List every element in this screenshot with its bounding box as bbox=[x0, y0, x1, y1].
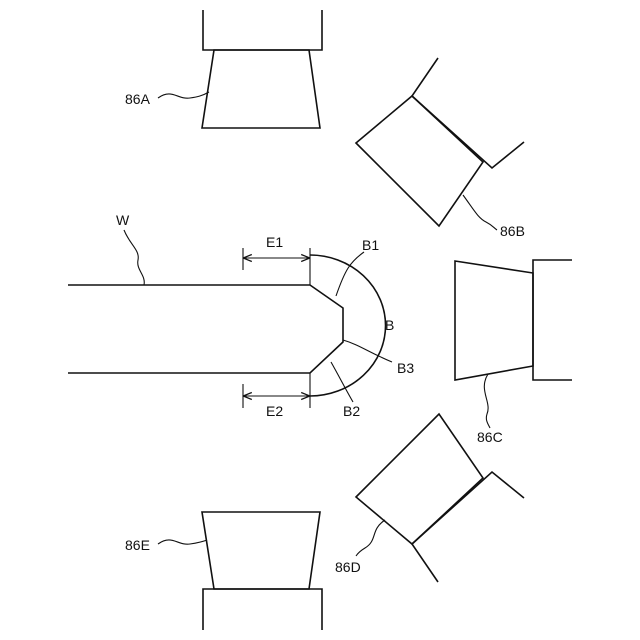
leader-86e bbox=[158, 540, 207, 544]
grindstone-86b bbox=[356, 58, 524, 230]
label-b2: B2 bbox=[343, 403, 360, 419]
spindle-86e bbox=[203, 589, 322, 630]
wheel-86d bbox=[356, 414, 483, 544]
leader-86a bbox=[158, 92, 209, 98]
spindle-86d bbox=[412, 472, 524, 582]
wafer bbox=[68, 230, 386, 396]
label-86c: 86C bbox=[477, 429, 503, 445]
leader-86b bbox=[463, 195, 497, 230]
leader-86d bbox=[356, 520, 385, 556]
bevel-arc-b bbox=[310, 255, 386, 396]
label-w: W bbox=[116, 212, 130, 228]
wafer-outline bbox=[68, 285, 343, 373]
dimension-e1 bbox=[243, 248, 310, 285]
label-b: B bbox=[385, 317, 394, 333]
wheel-86a bbox=[202, 50, 320, 128]
label-86a: 86A bbox=[125, 91, 151, 107]
wheel-86b bbox=[356, 96, 483, 226]
label-b1: B1 bbox=[362, 237, 379, 253]
label-e1: E1 bbox=[266, 234, 283, 250]
leader-86c bbox=[484, 374, 490, 428]
leader-b1 bbox=[336, 252, 364, 296]
grindstone-86a bbox=[158, 10, 322, 128]
grindstone-86e bbox=[158, 512, 322, 630]
wheel-86c bbox=[455, 261, 533, 380]
leader-b2 bbox=[331, 362, 353, 402]
wheel-86e bbox=[202, 512, 320, 589]
label-86b: 86B bbox=[500, 223, 525, 239]
label-b3: B3 bbox=[397, 360, 414, 376]
label-e2: E2 bbox=[266, 403, 283, 419]
label-86e: 86E bbox=[125, 537, 150, 553]
spindle-86a bbox=[203, 10, 322, 50]
grindstone-86c bbox=[455, 260, 572, 428]
label-86d: 86D bbox=[335, 559, 361, 575]
leader-w bbox=[124, 230, 144, 285]
spindle-86b bbox=[412, 58, 524, 168]
leader-b3 bbox=[343, 340, 392, 362]
spindle-86c bbox=[533, 260, 572, 380]
